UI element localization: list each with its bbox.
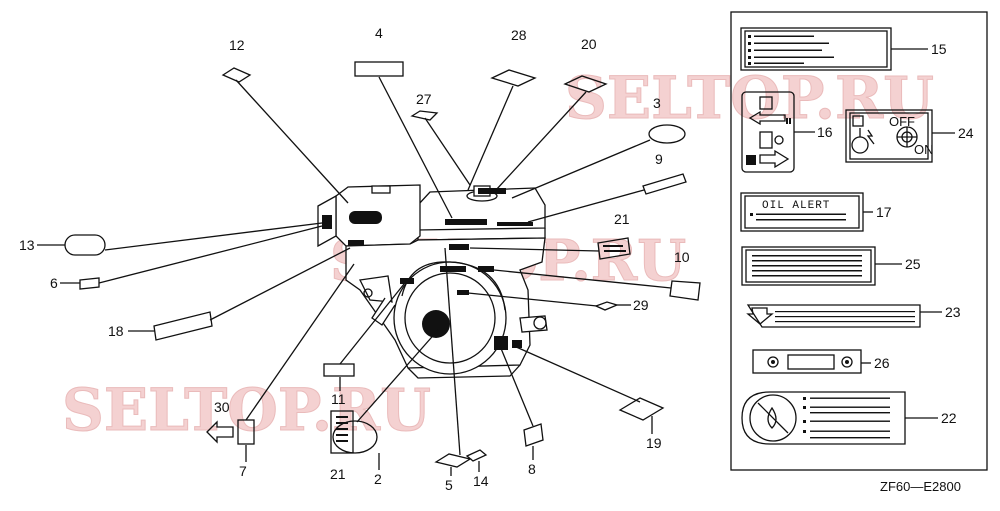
switch-on-text: ON	[914, 142, 934, 157]
part-number-23: 23	[945, 304, 961, 320]
watermark: SELTOP.RU	[565, 64, 934, 132]
label-25	[741, 246, 876, 286]
part-number-25: 25	[905, 256, 921, 272]
part-number-9: 9	[655, 151, 663, 167]
part-number-20: 20	[581, 36, 597, 52]
oil-alert-text: OIL ALERT	[762, 200, 830, 212]
part-number-29: 29	[633, 297, 649, 313]
part-number-3: 3	[653, 95, 661, 111]
part-numbers: 12 4 28 20 27 3 9 13 6 21 10 18 29 11 30…	[19, 25, 974, 493]
part-number-4: 4	[375, 25, 383, 41]
part-number-19: 19	[646, 435, 662, 451]
label-15	[740, 27, 892, 71]
part-number-14: 14	[473, 473, 489, 489]
watermark: SELTOP.RU	[62, 376, 431, 444]
part-number-5: 5	[445, 477, 453, 493]
label-panel	[730, 11, 988, 471]
part-number-8: 8	[528, 461, 536, 477]
switch-off-text: OFF	[889, 114, 915, 129]
diagram-code: ZF60—E2800	[880, 479, 961, 494]
part-number-17: 17	[876, 204, 892, 220]
label-26	[752, 349, 862, 374]
part-number-7: 7	[239, 463, 247, 479]
loose-labels	[64, 61, 701, 468]
part-number-27: 27	[416, 91, 432, 107]
part-number-2: 2	[374, 471, 382, 487]
part-number-18: 18	[108, 323, 124, 339]
part-number-10: 10	[674, 249, 690, 265]
part-number-11: 11	[331, 391, 346, 407]
part-number-15: 15	[931, 41, 947, 57]
label-24: OFF ON	[845, 109, 934, 163]
part-number-16: 16	[817, 124, 833, 140]
label-22	[741, 391, 906, 445]
part-number-28: 28	[511, 27, 527, 43]
part-number-21: 21	[330, 466, 346, 482]
label-23	[746, 304, 921, 328]
part-number-13: 13	[19, 237, 35, 253]
part-number-24: 24	[958, 125, 974, 141]
part-number-22: 22	[941, 410, 957, 426]
part-number-21: 21	[614, 211, 630, 227]
panel-leader-lines	[794, 48, 955, 419]
engine-leader-lines	[98, 76, 672, 456]
part-number-30: 30	[214, 399, 230, 415]
part-number-12: 12	[229, 37, 245, 53]
part-number-6: 6	[50, 275, 58, 291]
label-17: OIL ALERT	[740, 192, 864, 232]
part-number-26: 26	[874, 355, 890, 371]
